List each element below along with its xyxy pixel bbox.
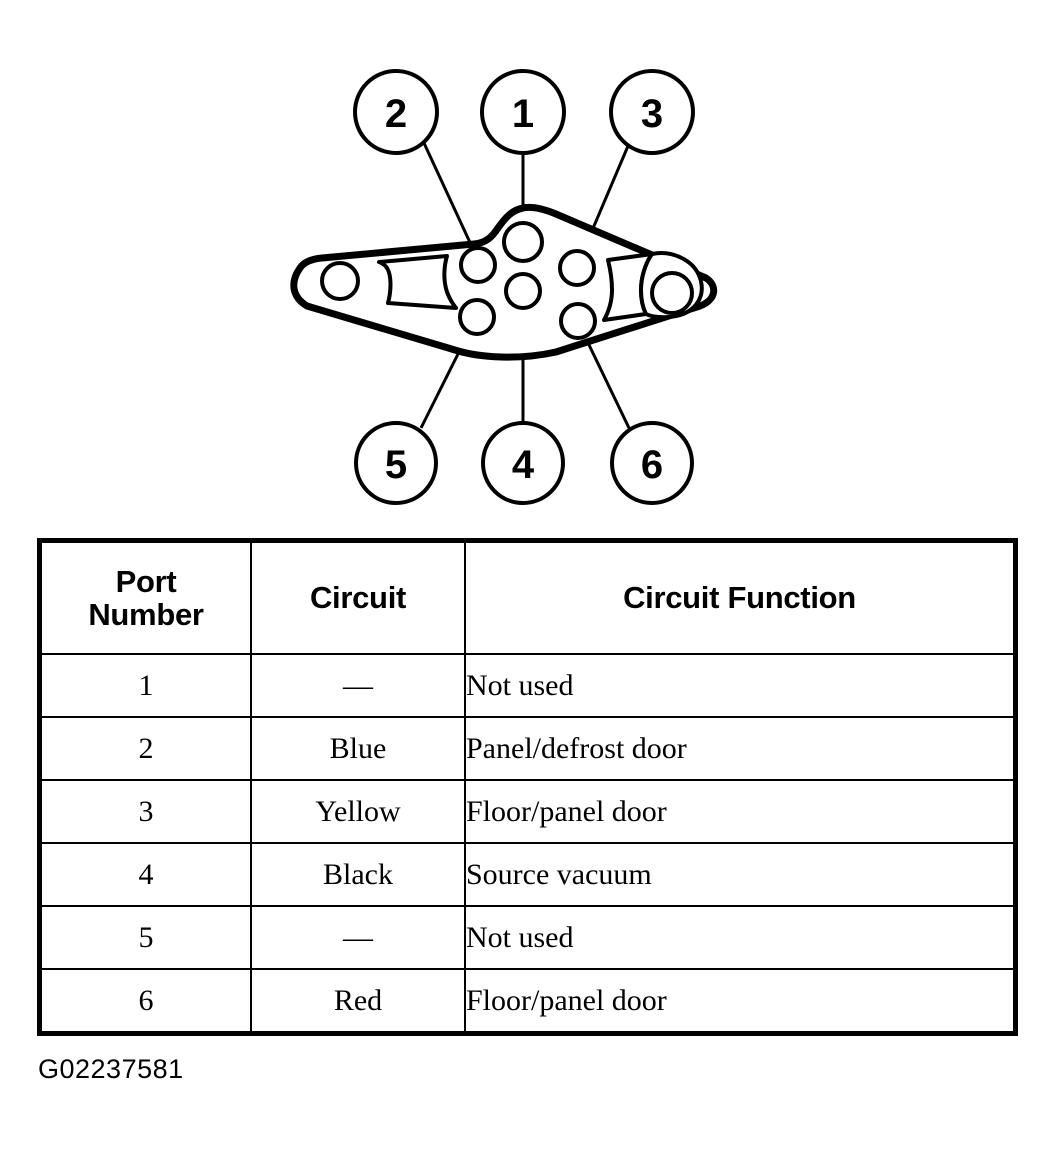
cell-circuit-function: Not used [464,905,1017,970]
cell-port-number: 5 [38,905,252,970]
port-hole-3 [558,249,596,287]
callout-circle-4 [481,421,565,505]
cell-circuit-function: Source vacuum [464,842,1017,907]
cell-circuit-function: Floor/panel door [464,968,1017,1035]
port-hole-5 [458,298,496,336]
port-hole-1 [502,221,544,263]
cell-circuit: Blue [250,716,466,781]
cell-circuit-function: Panel/defrost door [464,716,1017,781]
connector-diagram-svg: 2 1 3 5 4 6 [290,69,718,505]
callout-label-6: 6 [641,443,663,487]
cell-circuit: Yellow [250,779,466,844]
cell-port-number: 4 [38,842,252,907]
port-hole-4 [504,272,542,310]
callout-label-5: 5 [385,443,407,487]
table-row: 4 Black Source vacuum [38,842,1017,907]
inner-cutout-left [377,254,458,310]
column-header-circuit: Circuit [250,539,466,655]
connector-figure: 2 1 3 5 4 6 [0,0,1044,520]
table-row: 1 — Not used [38,653,1017,718]
port-assignment-table: Port Number Circuit Circuit Function 1 —… [37,538,1018,1036]
table-header-row: Port Number Circuit Circuit Function [38,539,1017,655]
port-hole-6 [559,302,597,340]
cell-circuit: — [250,905,466,970]
cell-circuit-function: Floor/panel door [464,779,1017,844]
callout-circle-1 [480,69,566,155]
cell-circuit-function: Not used [464,653,1017,718]
cell-circuit: — [250,653,466,718]
cell-port-number: 1 [38,653,252,718]
mounting-hole-right [650,271,694,315]
column-header-port-number-line1: Port [115,563,177,599]
table-row: 5 — Not used [38,905,1017,970]
table-body: 1 — Not used 2 Blue Panel/defrost door 3… [38,653,1017,1035]
cell-port-number: 2 [38,716,252,781]
port-hole-2 [459,246,497,284]
callout-label-2: 2 [385,92,407,136]
callout-circle-2 [353,69,439,155]
callout-bubbles: 2 1 3 5 4 6 [353,69,695,505]
cell-port-number: 3 [38,779,252,844]
column-header-circuit-function: Circuit Function [464,539,1017,655]
table-row: 6 Red Floor/panel door [38,968,1017,1035]
callout-circle-5 [354,421,438,505]
callout-label-1: 1 [512,92,534,136]
cell-port-number: 6 [38,968,252,1035]
table-header: Port Number Circuit Circuit Function [38,539,1017,655]
callout-label-3: 3 [641,92,663,136]
column-header-port-number: Port Number [38,539,252,655]
callout-label-4: 4 [512,443,535,487]
cell-circuit: Red [250,968,466,1035]
table-row: 3 Yellow Floor/panel door [38,779,1017,844]
table-row: 2 Blue Panel/defrost door [38,716,1017,781]
mounting-hole-left [320,261,360,301]
callout-circle-3 [609,69,695,155]
cell-circuit: Black [250,842,466,907]
column-header-port-number-line2: Number [88,597,204,632]
callout-circle-6 [610,421,694,505]
figure-id-caption: G02237581 [38,1054,184,1084]
